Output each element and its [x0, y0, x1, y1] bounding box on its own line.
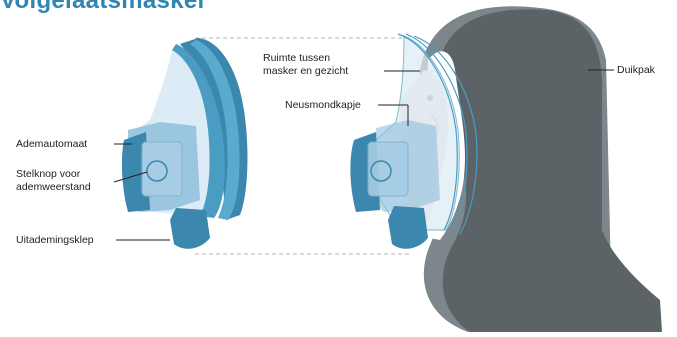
mask-left: [122, 38, 248, 249]
label-duikpak: Duikpak: [617, 64, 655, 76]
label-neusmondkapje: Neusmondkapje: [285, 99, 361, 111]
hood-dark-layer: [440, 9, 662, 332]
label-ademautomaat: Ademautomaat: [16, 138, 87, 150]
label-ruimte-line1: Ruimte tussen: [263, 52, 330, 64]
uitademingsklep-left: [170, 208, 210, 249]
uitademingsklep-right: [388, 206, 428, 249]
label-ruimte-line2: masker en gezicht: [263, 65, 348, 77]
label-stelknop-line2: ademweerstand: [16, 181, 91, 193]
mask-left-regulator-box: [142, 142, 182, 196]
mask-right-regulator-box: [368, 142, 408, 196]
label-stelknop-line1: Stelknop voor: [16, 168, 80, 180]
label-uitademingsklep: Uitademingsklep: [16, 234, 94, 246]
